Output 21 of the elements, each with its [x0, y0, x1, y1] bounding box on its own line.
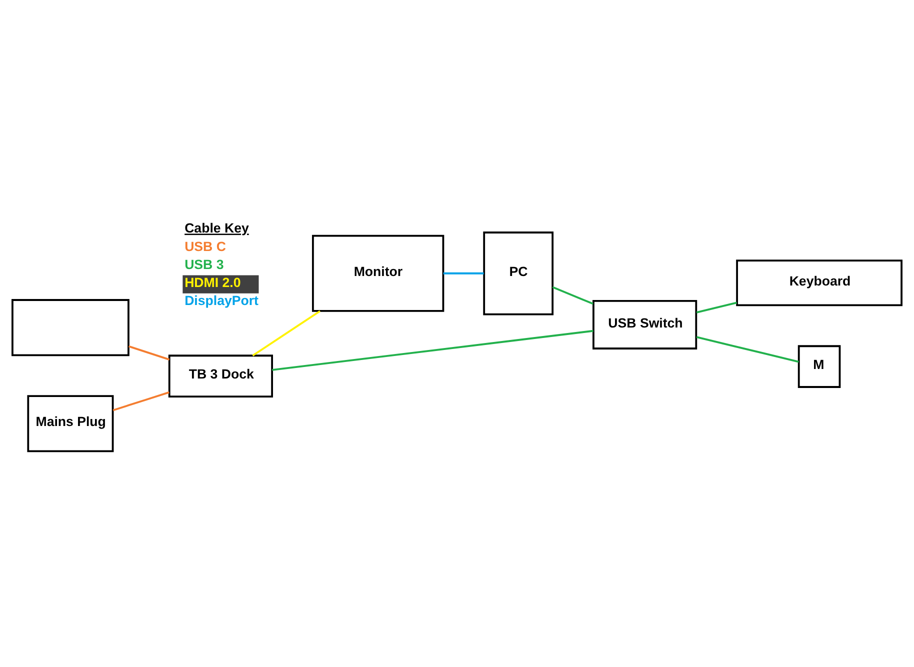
legend-label: USB C — [184, 238, 226, 254]
node-box: M — [798, 344, 841, 388]
connector — [696, 336, 799, 362]
connector — [112, 390, 170, 411]
node-box: Keyboard — [736, 259, 902, 306]
legend-label: HDMI 2.0 — [184, 274, 241, 290]
connector — [272, 329, 594, 370]
node-box: USB Switch — [592, 300, 698, 349]
legend-label: DisplayPort — [184, 292, 258, 308]
connector — [552, 286, 594, 304]
node-box: TB 3 Dock — [168, 354, 273, 397]
label: Cable Key — [184, 220, 249, 236]
connector — [443, 272, 484, 274]
connector — [252, 310, 320, 356]
node-box: PC — [483, 231, 554, 315]
connector — [128, 344, 170, 360]
legend-label: USB 3 — [184, 256, 224, 272]
node-box — [12, 298, 130, 356]
node-box: Monitor — [312, 234, 444, 312]
connector — [696, 301, 737, 313]
node-box: Mains Plug — [27, 394, 114, 452]
